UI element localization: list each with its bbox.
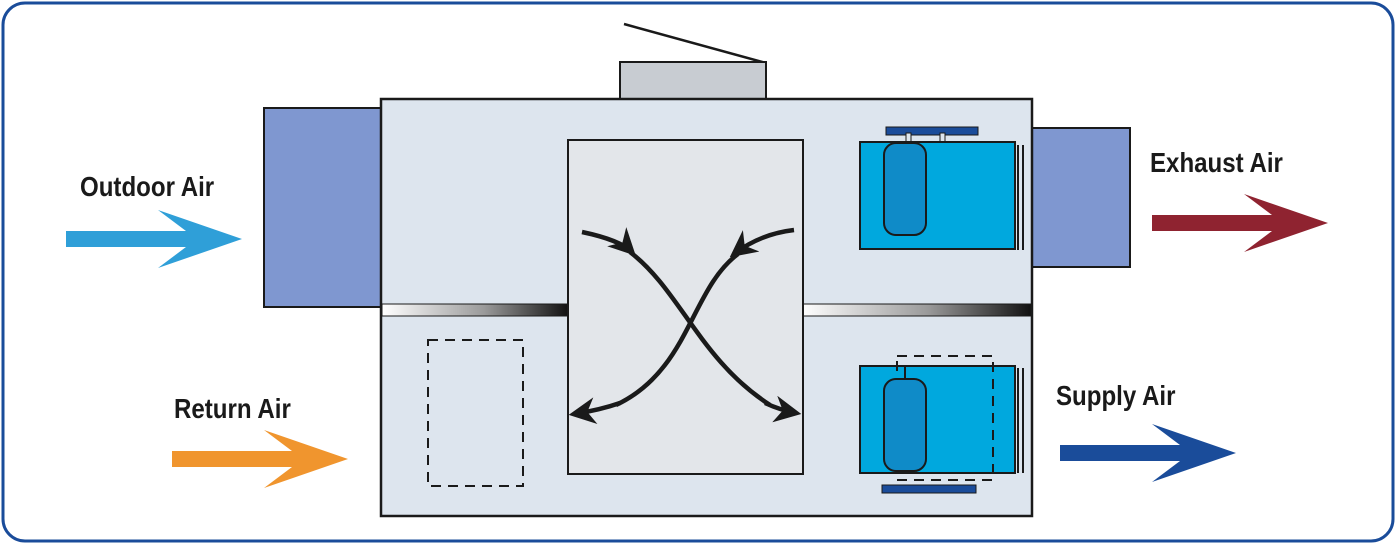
supply-fan-mount [881, 484, 977, 494]
exhaust-air-label: Exhaust Air [1150, 146, 1283, 178]
exhaust-air-arrow [1152, 194, 1328, 252]
outdoor-air-duct [263, 107, 383, 308]
return-air-arrow [172, 430, 348, 488]
supply-air-label: Supply Air [1056, 379, 1176, 411]
core-flow-arrow-6 [568, 397, 621, 425]
core-flow-arrow-2 [628, 250, 772, 407]
supply-fan-motor [883, 378, 927, 472]
core-flow-arrow-5 [615, 252, 740, 408]
exhaust-air-duct [1031, 127, 1131, 268]
core-flow-arrow-4 [729, 227, 795, 258]
exhaust-fan-mount [885, 126, 979, 136]
core-flow-arrow-3 [764, 395, 802, 423]
outdoor-air-arrow [66, 210, 242, 268]
filter-outline [427, 339, 524, 487]
right-partition [801, 303, 1032, 317]
return-air-label: Return Air [174, 392, 291, 424]
core-flow-arrow-1 [581, 227, 636, 256]
left-partition [381, 303, 569, 317]
supply-air-arrow [1060, 424, 1236, 482]
control-box [619, 61, 767, 101]
exhaust-fan-motor [883, 142, 927, 236]
outdoor-air-label: Outdoor Air [80, 170, 214, 202]
control-wire [623, 22, 767, 65]
heat-exchanger-core [567, 139, 804, 475]
